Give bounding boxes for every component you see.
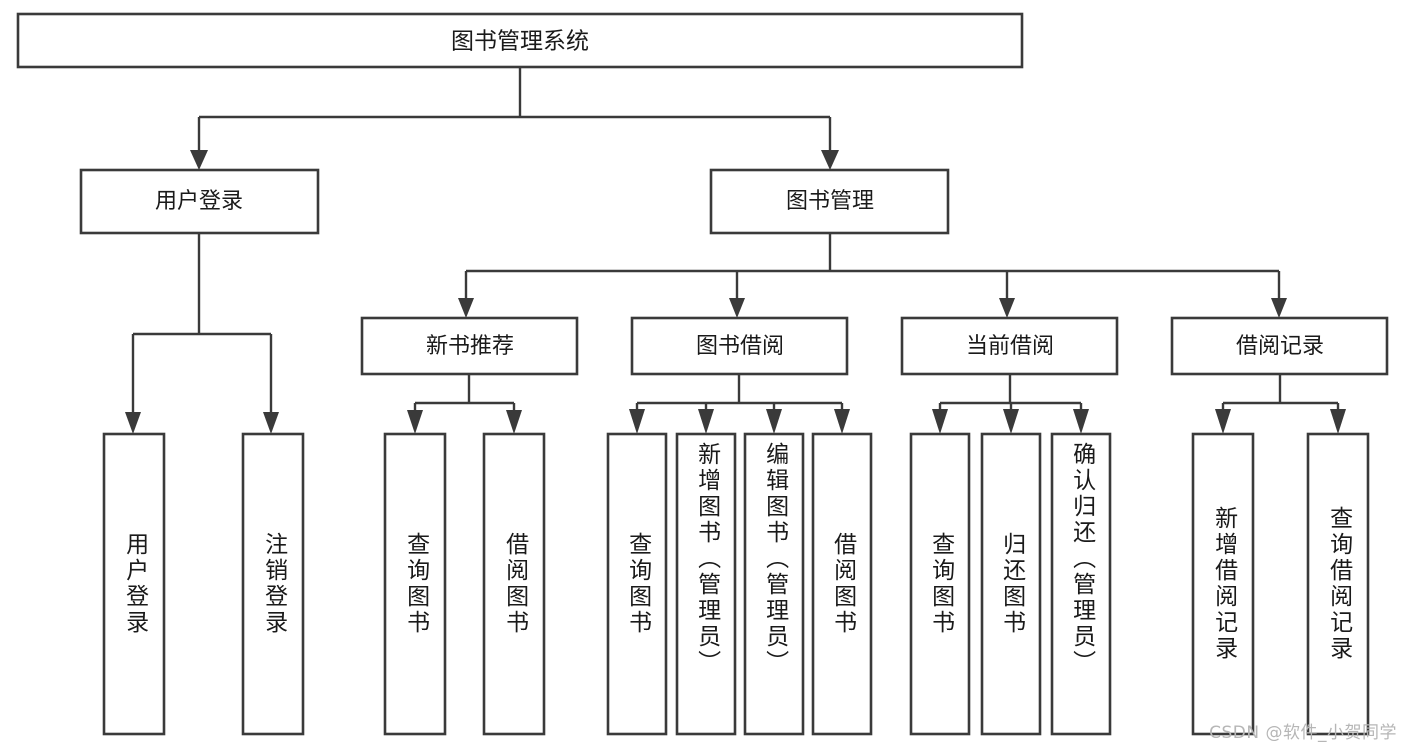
leaf-box-add-borrow-record[interactable] <box>1191 432 1255 736</box>
arrow-head-leaf-add-book-admin <box>698 409 714 434</box>
arrow-head-leaf-user-login <box>125 412 141 434</box>
node-current-borrow[interactable]: 当前借阅 <box>900 316 1119 376</box>
node-borrow-record[interactable]: 借阅记录 <box>1170 316 1389 376</box>
leaf-box-confirm-return-admin[interactable] <box>1050 432 1112 736</box>
connector-group-borrow-record <box>1215 374 1346 434</box>
node-label-new-book-recommend: 新书推荐 <box>426 334 514 359</box>
node-label-book-management: 图书管理 <box>786 189 874 214</box>
leaf-box-borrow-book-recommend[interactable] <box>482 432 546 736</box>
node-box-borrow-record[interactable] <box>1170 316 1389 376</box>
leaf-box-logout[interactable] <box>241 432 305 736</box>
leaf-box-edit-book-admin[interactable] <box>743 432 805 736</box>
arrow-head-book-management <box>821 150 839 170</box>
arrow-head-leaf-borrow-book-recommend <box>506 410 522 434</box>
arrow-head-leaf-borrow-book <box>834 409 850 434</box>
node-book-management[interactable]: 图书管理 <box>709 168 950 235</box>
node-box-new-book-recommend[interactable] <box>360 316 579 376</box>
arrow-head-leaf-return-book <box>1003 409 1019 434</box>
arrow-head-leaf-query-borrow-record <box>1330 409 1346 434</box>
node-label-root: 图书管理系统 <box>451 29 589 55</box>
node-label-user-login: 用户登录 <box>155 189 243 214</box>
arrow-head-user-login <box>190 150 208 170</box>
csdn-watermark: CSDN @软件_小贺同学 <box>1209 723 1397 743</box>
leaf-box-borrow-book[interactable] <box>811 432 873 736</box>
arrow-head-book-borrow <box>729 298 745 318</box>
node-label-borrow-record: 借阅记录 <box>1236 334 1324 359</box>
arrow-head-leaf-edit-book-admin <box>766 409 782 434</box>
leaf-box-query-book-borrow[interactable] <box>606 432 668 736</box>
leaf-box-query-book-current[interactable] <box>909 432 971 736</box>
connector-group-book-borrow <box>629 374 850 434</box>
arrow-head-leaf-query-book-current <box>932 409 948 434</box>
arrow-head-leaf-confirm-return-admin <box>1073 409 1089 434</box>
node-box-book-borrow[interactable] <box>630 316 849 376</box>
node-label-current-borrow: 当前借阅 <box>966 334 1054 359</box>
node-label-book-borrow: 图书借阅 <box>696 334 784 359</box>
node-box-user-login[interactable] <box>79 168 320 235</box>
leaf-box-return-book[interactable] <box>980 432 1042 736</box>
node-box-book-management[interactable] <box>709 168 950 235</box>
leaf-box-user-login[interactable] <box>102 432 166 736</box>
arrow-head-leaf-query-book-recommend <box>407 410 423 434</box>
arrow-head-leaf-add-borrow-record <box>1215 409 1231 434</box>
leaf-box-query-book-recommend[interactable] <box>383 432 447 736</box>
node-user-login[interactable]: 用户登录 <box>79 168 320 235</box>
connector-group-new-book-recommend <box>407 374 522 434</box>
arrow-head-leaf-query-book-borrow <box>629 409 645 434</box>
connector-group-root <box>190 67 839 170</box>
node-box-root[interactable] <box>16 12 1024 69</box>
arrow-head-current-borrow <box>999 298 1015 318</box>
node-book-borrow[interactable]: 图书借阅 <box>630 316 849 376</box>
leaf-box-group <box>102 432 1370 736</box>
connector-group-user-login <box>125 233 279 434</box>
node-root[interactable]: 图书管理系统 <box>16 12 1024 69</box>
leaf-box-query-borrow-record[interactable] <box>1306 432 1370 736</box>
arrow-head-leaf-logout <box>263 412 279 434</box>
arrow-head-new-book-recommend <box>458 298 474 318</box>
leaf-box-add-book-admin[interactable] <box>675 432 737 736</box>
connector-group-book-management <box>458 233 1287 318</box>
connector-group-current-borrow <box>932 374 1089 434</box>
node-new-book-recommend[interactable]: 新书推荐 <box>360 316 579 376</box>
node-box-current-borrow[interactable] <box>900 316 1119 376</box>
arrow-head-borrow-record <box>1271 298 1287 318</box>
